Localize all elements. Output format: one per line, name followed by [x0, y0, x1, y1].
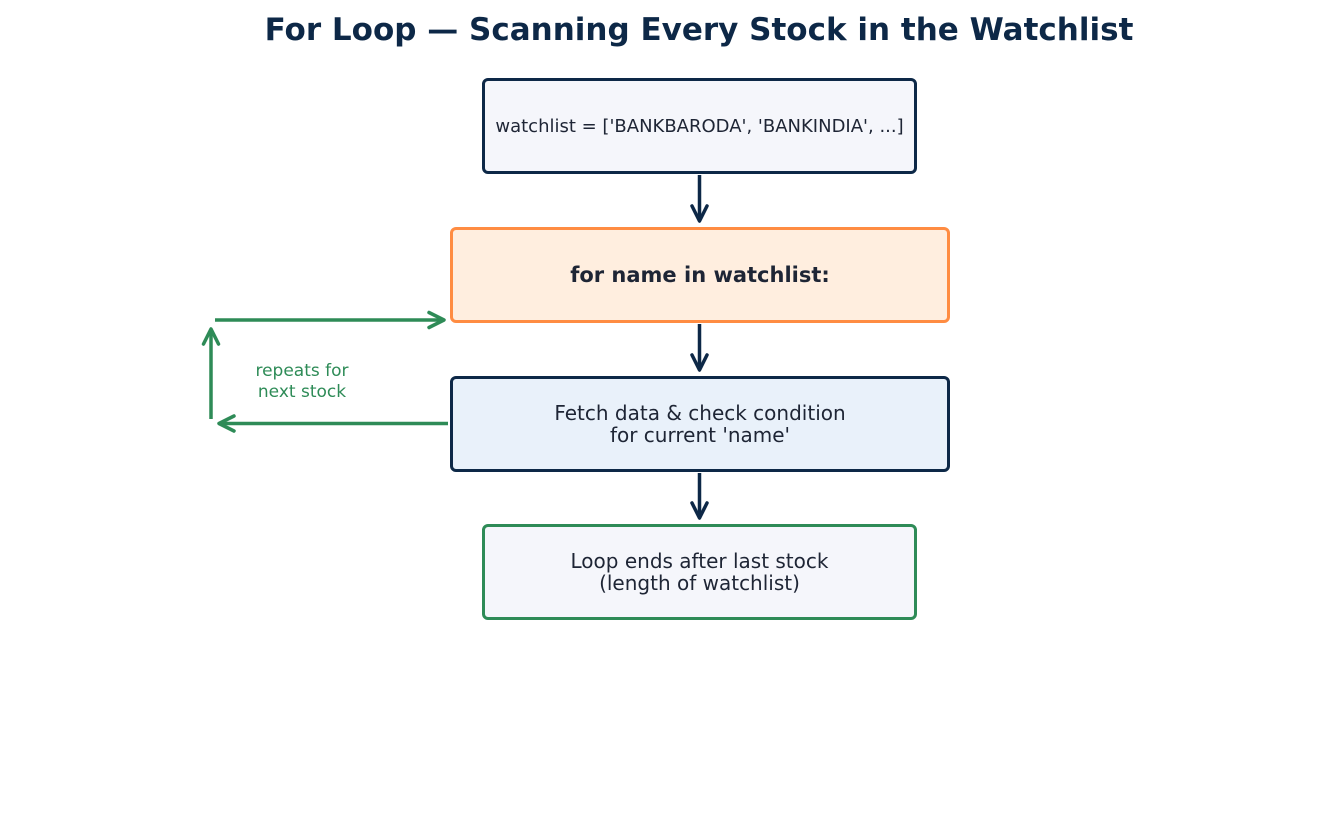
- loop-label-line1: repeats for: [255, 361, 349, 381]
- node-for-loop-text: for name in watchlist:: [570, 263, 830, 287]
- loop-label: repeats for next stock: [232, 361, 372, 403]
- node-loop-end: Loop ends after last stock (length of wa…: [482, 524, 917, 620]
- node-fetch: Fetch data & check condition for current…: [450, 376, 950, 472]
- node-loop-end-line1: Loop ends after last stock: [570, 549, 829, 573]
- loop-arrowhead-left: [217, 414, 236, 433]
- arrowhead-fetch-to-end: [690, 501, 709, 520]
- node-fetch-line1: Fetch data & check condition: [554, 401, 846, 425]
- node-loop-end-line2: (length of watchlist): [599, 571, 800, 595]
- node-watchlist: watchlist = ['BANKBARODA', 'BANKINDIA', …: [482, 78, 917, 174]
- loop-arrowhead-right: [427, 310, 446, 330]
- arrowhead-watchlist-to-for: [690, 204, 709, 223]
- diagram-title: For Loop — Scanning Every Stock in the W…: [264, 12, 1134, 48]
- node-for-loop: for name in watchlist:: [450, 227, 950, 323]
- node-watchlist-text: watchlist = ['BANKBARODA', 'BANKINDIA', …: [495, 115, 904, 137]
- loop-label-line2: next stock: [257, 382, 347, 402]
- node-fetch-line2: for current 'name': [609, 423, 791, 447]
- loop-arrowhead-up: [201, 327, 221, 346]
- arrowhead-for-to-fetch: [690, 353, 709, 372]
